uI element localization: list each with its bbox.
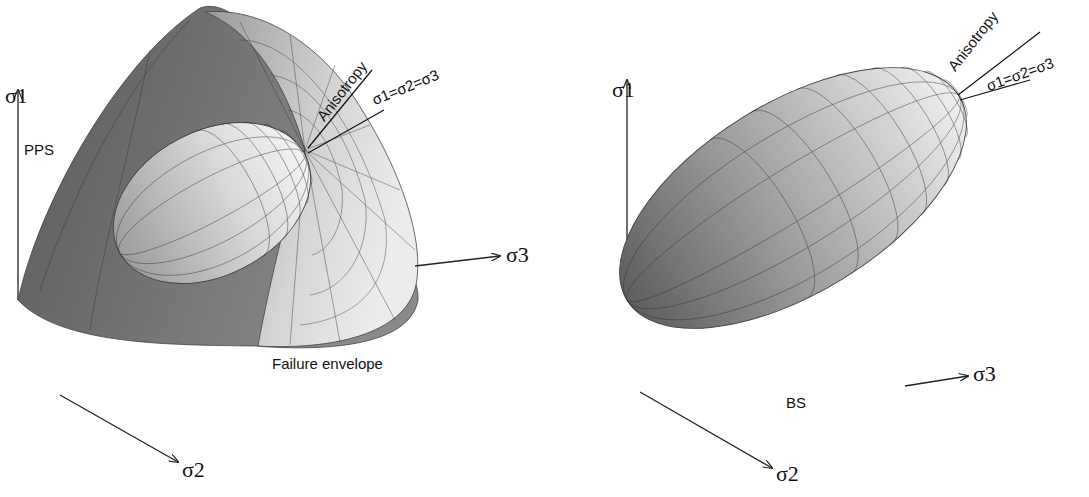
axis-label: σ1	[5, 84, 28, 108]
axis-label: σ3	[506, 243, 529, 267]
surface-label: BS	[786, 395, 806, 412]
axis	[415, 256, 500, 266]
axis-label: σ2	[776, 462, 799, 486]
pps-ellipsoid	[85, 90, 338, 316]
axis-label: σ1	[612, 78, 635, 102]
axis-label: σ2	[182, 458, 205, 482]
surface-label: PPS	[24, 142, 54, 159]
failure-cone	[18, 6, 418, 347]
axis	[17, 90, 18, 300]
axis	[60, 395, 178, 462]
surface-label: Failure envelope	[272, 356, 383, 373]
callout-label: σ1=σ2=σ3	[984, 55, 1056, 95]
callout-label: σ1=σ2=σ3	[370, 67, 441, 109]
axis-label: σ3	[973, 362, 996, 386]
axis	[905, 376, 968, 386]
bs-ellipsoid	[577, 14, 1010, 381]
axis	[640, 392, 772, 468]
callout-label: Anisotropy	[945, 8, 1002, 74]
